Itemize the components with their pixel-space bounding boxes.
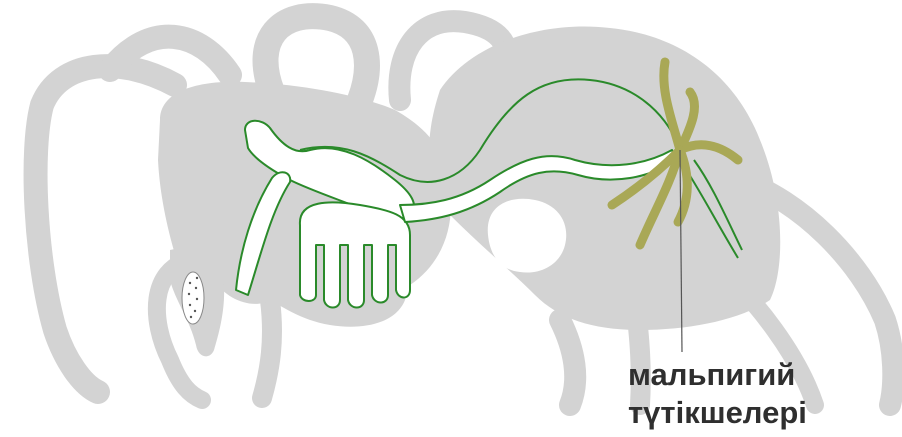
label-line-2: түтікшелері — [628, 394, 807, 432]
leg-lower-2 — [560, 320, 575, 405]
leg-lower-1 — [262, 300, 272, 398]
malpighian-tubules-label: мальпигий түтікшелері — [628, 356, 807, 432]
label-line-1: мальпигий — [628, 356, 807, 394]
venom-gland — [182, 272, 204, 324]
abdomen-notch — [488, 199, 566, 273]
